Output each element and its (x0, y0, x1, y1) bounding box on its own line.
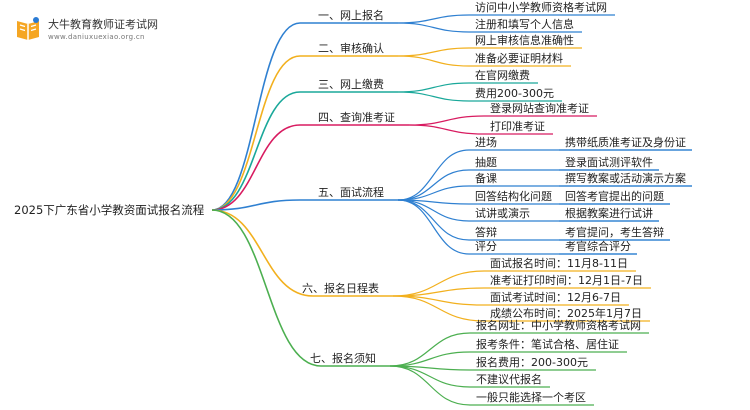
leaf-link (389, 332, 471, 367)
leaf-text: 答辩 (475, 225, 497, 239)
root-link (211, 22, 301, 211)
leaf-link (389, 365, 471, 388)
leaf-detail: 撰写教案或活动演示方案 (565, 171, 686, 185)
leaf-text: 报名费用：200-300元 (476, 355, 588, 369)
site-logo[interactable]: 大牛教育教师证考试网 www.daniuxuexiao.org.cn (14, 13, 164, 49)
root-link (211, 209, 322, 367)
leaf-text: 网上审核信息准确性 (475, 33, 574, 47)
leaf-text: 抽题 (475, 155, 497, 169)
leaf-link (397, 55, 470, 67)
site-name: 大牛教育教师证考试网 (48, 18, 158, 31)
leaf-text: 准考证打印时间：12月1日-7日 (490, 273, 643, 287)
branch-label: 七、报名须知 (310, 351, 376, 365)
branch-label: 六、报名日程表 (302, 281, 379, 295)
leaf-text: 备课 (475, 171, 497, 185)
root-link (211, 55, 301, 211)
branch-label: 一、网上报名 (318, 8, 384, 22)
branch-b7: 七、报名须知 报名网址：中小学教师资格考试网报考条件：笔试合格、居住证报名费用：2… (310, 318, 641, 404)
root-topic: 2025下广东省小学教资面试报名流程 (14, 203, 205, 217)
leaf-link (397, 199, 470, 222)
leaf-detail: 携带纸质准考证及身份证 (565, 135, 686, 149)
leaf-text: 打印准考证 (490, 119, 545, 133)
leaf-text: 在官网缴费 (475, 68, 530, 82)
leaf-text: 试讲或演示 (475, 206, 530, 220)
leaf-link (397, 14, 470, 24)
leaf-text: 访问中小学教师资格考试网 (475, 0, 607, 14)
leaf-link (408, 124, 485, 135)
leaf-text: 报名网址：中小学教师资格考试网 (476, 318, 641, 332)
leaf-detail: 根据教案进行试讲 (565, 206, 653, 220)
leaf-link (408, 115, 485, 126)
leaf-link (392, 295, 485, 322)
leaf-detail: 考官综合评分 (565, 239, 631, 253)
leaf-text: 面试考试时间：12月6-7日 (490, 291, 621, 304)
leaf-detail: 登录面试测评软件 (565, 155, 653, 169)
branch-b6: 六、报名日程表 面试报名时间：11月8-11日准考证打印时间：12月1日-7日面试… (302, 256, 643, 320)
root-link (211, 124, 301, 211)
leaf-text: 评分 (475, 240, 497, 253)
leaf-text: 进场 (475, 135, 497, 149)
branch-label: 三、网上缴费 (318, 77, 384, 91)
branch-label: 四、查询准考证 (318, 110, 395, 124)
leaf-link (397, 22, 470, 33)
leaf-text: 注册和填写个人信息 (475, 17, 574, 31)
leaf-link (389, 365, 471, 406)
site-url: www.daniuxuexiao.org.cn (48, 33, 145, 41)
leaf-link (397, 82, 470, 93)
leaf-link (389, 351, 471, 367)
mindmap-nodes: 2025下广东省小学教资面试报名流程 一、网上报名 访问中小学教师资格考试网注册和填… (14, 0, 686, 404)
leaf-detail: 考官提问，考生答辩 (565, 225, 664, 239)
root-link (211, 91, 301, 211)
branch-label: 二、审核确认 (318, 41, 384, 55)
book-icon (17, 17, 39, 40)
leaf-link (397, 91, 470, 102)
leaf-text: 成绩公布时间：2025年1月7日 (490, 306, 642, 320)
leaf-text: 准备必要证明材料 (475, 51, 563, 65)
leaf-detail: 回答考官提出的问题 (565, 189, 664, 203)
leaf-link (397, 149, 470, 201)
leaf-text: 登录网站查询准考证 (490, 101, 589, 115)
leaf-text: 报考条件：笔试合格、居住证 (476, 337, 619, 351)
leaf-text: 费用200-300元 (475, 87, 554, 100)
leaf-text: 面试报名时间：11月8-11日 (490, 256, 628, 270)
root-link (211, 209, 314, 297)
root-link (211, 199, 301, 211)
branch-label: 五、面试流程 (318, 185, 384, 199)
leaf-text: 回答结构化问题 (475, 189, 552, 203)
mindmap-links (211, 14, 692, 406)
leaf-text: 一般只能选择一个考区 (476, 390, 586, 404)
leaf-link (397, 47, 470, 57)
leaf-link (397, 199, 470, 255)
leaf-text: 不建议代报名 (476, 372, 542, 386)
